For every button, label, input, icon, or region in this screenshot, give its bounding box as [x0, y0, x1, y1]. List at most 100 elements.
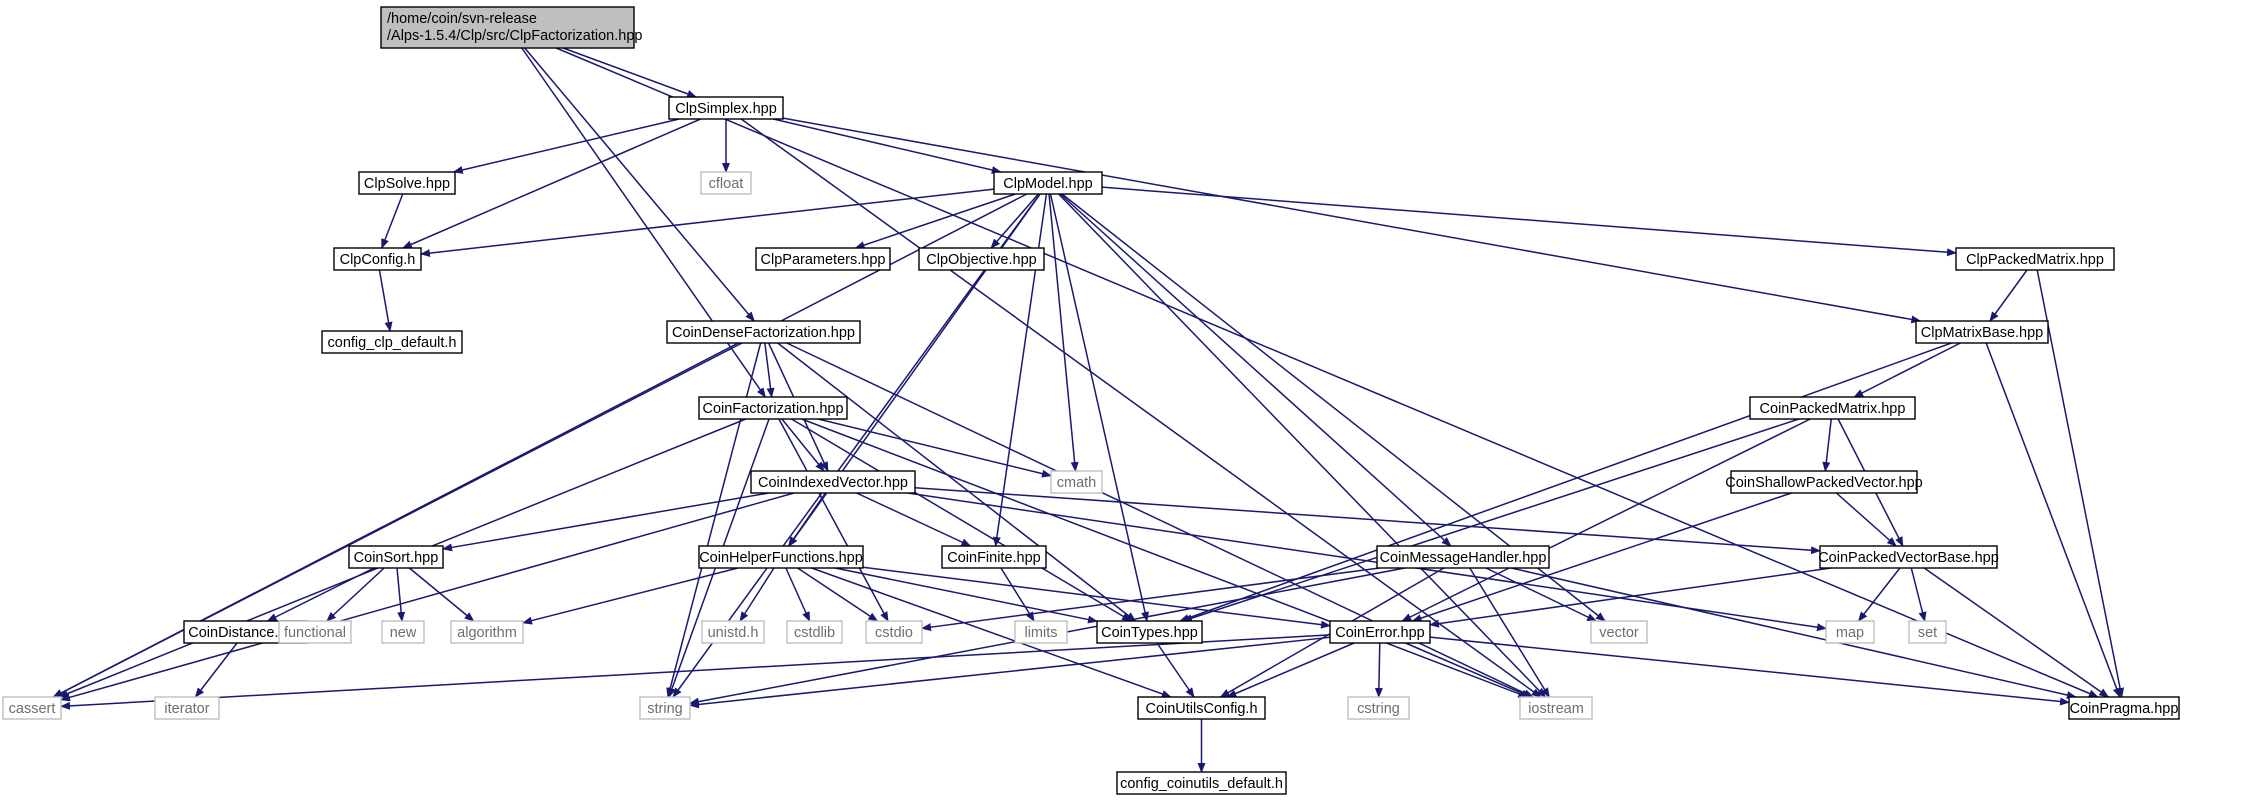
- node-box: [321, 330, 463, 354]
- node-label: ClpPackedMatrix.hpp: [1966, 252, 2104, 268]
- node-box: [1955, 247, 2115, 271]
- edge-clpmatrixbase-to-coinpackedmat: [1853, 342, 1961, 398]
- node-coinmsg[interactable]: CoinMessageHandler.hpp: [1376, 545, 1550, 569]
- node-box: [154, 696, 220, 720]
- node-label: string: [647, 701, 682, 717]
- edge-coinhelper-to-coinerror: [862, 566, 1331, 629]
- node-clppacked[interactable]: ClpPackedMatrix.hpp: [1955, 247, 2115, 271]
- node-cfloat[interactable]: cfloat: [700, 171, 752, 195]
- node-algorithm[interactable]: algorithm: [450, 620, 524, 644]
- node-coinerror[interactable]: CoinError.hpp: [1329, 620, 1431, 644]
- edge-clpmodel-to-coinmsg: [1059, 193, 1452, 547]
- node-map[interactable]: map: [1825, 620, 1875, 644]
- edge-coinpvb-to-map: [1857, 567, 1901, 622]
- edge-coindense-to-cassert: [52, 342, 743, 698]
- node-box: [941, 545, 1047, 569]
- node-label: cstdio: [875, 625, 913, 641]
- edge-clpsolve-to-clpconfig: [381, 193, 404, 249]
- node-cstdlib[interactable]: cstdlib: [786, 620, 843, 644]
- node-cmath[interactable]: cmath: [1050, 470, 1103, 494]
- node-coinfinite[interactable]: CoinFinite.hpp: [941, 545, 1047, 569]
- node-label: iterator: [164, 701, 209, 717]
- node-clpsimplex[interactable]: ClpSimplex.hpp: [668, 96, 784, 120]
- node-coinsort[interactable]: CoinSort.hpp: [348, 545, 444, 569]
- node-clpsolve[interactable]: ClpSolve.hpp: [358, 171, 456, 195]
- node-clpparams[interactable]: ClpParameters.hpp: [755, 247, 891, 271]
- node-coinfact[interactable]: CoinFactorization.hpp: [698, 396, 848, 420]
- edge-clpmodel-to-clppacked: [1101, 186, 1957, 257]
- edge-coinfact-to-iostream: [801, 418, 1529, 698]
- node-label: CoinPragma.hpp: [2070, 701, 2179, 717]
- node-label: new: [390, 625, 417, 641]
- node-box: [1096, 620, 1203, 644]
- node-box: [698, 396, 848, 420]
- edge-coinmsg-to-iostream: [1469, 567, 1550, 698]
- node-limits[interactable]: limits: [1014, 620, 1068, 644]
- node-box: [1376, 545, 1550, 569]
- node-cointypes[interactable]: CoinTypes.hpp: [1096, 620, 1203, 644]
- edge-clpmodel-to-string: [672, 193, 1041, 698]
- node-coinpvb[interactable]: CoinPackedVectorBase.hpp: [1818, 545, 1999, 569]
- node-coinpackedmat[interactable]: CoinPackedMatrix.hpp: [1749, 396, 1916, 420]
- node-configcoinutils[interactable]: config_coinutils_default.h: [1116, 771, 1287, 795]
- node-label: map: [1836, 625, 1864, 641]
- node-box: [278, 620, 352, 644]
- node-label: cstdlib: [794, 625, 835, 641]
- node-iterator[interactable]: iterator: [154, 696, 220, 720]
- node-box: [865, 620, 923, 644]
- edge-coinerror-to-coinutilsconfig: [1226, 642, 1355, 698]
- node-functional[interactable]: functional: [278, 620, 352, 644]
- node-label: CoinError.hpp: [1335, 625, 1424, 641]
- node-label: ClpSimplex.hpp: [675, 101, 777, 117]
- node-clpobj[interactable]: ClpObjective.hpp: [918, 247, 1045, 271]
- node-coinpragma[interactable]: CoinPragma.hpp: [2068, 696, 2180, 720]
- node-string[interactable]: string: [639, 696, 691, 720]
- node-unistd[interactable]: unistd.h: [701, 620, 765, 644]
- edge-clppacked-to-coinpragma: [2036, 269, 2124, 698]
- node-set[interactable]: set: [1908, 620, 1947, 644]
- node-box: [786, 620, 843, 644]
- node-clpmodel[interactable]: ClpModel.hpp: [993, 171, 1103, 195]
- node-label: limits: [1024, 625, 1057, 641]
- node-label: CoinDistance.hpp: [188, 625, 302, 641]
- edge-coinsort-to-new: [396, 567, 406, 622]
- node-box: [1749, 396, 1916, 420]
- node-box: [666, 320, 861, 344]
- edge-clpconfig-to-configclp: [378, 269, 393, 332]
- edge-coinhelper-to-coinutilsconfig: [811, 567, 1172, 698]
- node-label: CoinShallowPackedVector.hpp: [1725, 475, 1923, 491]
- node-iostream[interactable]: iostream: [1519, 696, 1593, 720]
- edge-coinfact-to-cointypes: [791, 418, 1132, 622]
- node-cassert[interactable]: cassert: [2, 696, 62, 720]
- node-coindist[interactable]: CoinDistance.hpp: [183, 620, 308, 644]
- node-cstdio[interactable]: cstdio: [865, 620, 923, 644]
- node-new[interactable]: new: [381, 620, 425, 644]
- node-coinutilsconfig[interactable]: CoinUtilsConfig.h: [1137, 696, 1266, 720]
- edge-clpsimplex-to-clpconfig: [401, 118, 701, 249]
- edge-coinpackedmat-to-coinshallow: [1822, 418, 1832, 472]
- node-coinindexed[interactable]: CoinIndexedVector.hpp: [750, 470, 916, 494]
- edge-root-to-clpsimplex: [562, 47, 698, 98]
- node-coinhelper[interactable]: CoinHelperFunctions.hpp: [698, 545, 864, 569]
- node-coinshallow[interactable]: CoinShallowPackedVector.hpp: [1725, 470, 1923, 494]
- node-clpconfig[interactable]: ClpConfig.h: [333, 247, 422, 271]
- edge-clpmodel-to-cointypes: [1049, 193, 1149, 622]
- edge-coinerror-to-cassert: [60, 634, 1331, 710]
- node-cstring[interactable]: cstring: [1347, 696, 1410, 720]
- node-label: ClpMatrixBase.hpp: [1921, 325, 2044, 341]
- edge-coinshallow-to-coinerror: [1411, 492, 1792, 622]
- node-box: [381, 620, 425, 644]
- node-clpmatrixbase[interactable]: ClpMatrixBase.hpp: [1915, 320, 2049, 344]
- edge-coinhelper-to-cstdio: [797, 567, 879, 622]
- node-configclp[interactable]: config_clp_default.h: [321, 330, 463, 354]
- node-label: functional: [284, 625, 346, 641]
- node-vector[interactable]: vector: [1590, 620, 1648, 644]
- node-label: cfloat: [709, 176, 744, 192]
- node-label: vector: [1599, 625, 1639, 641]
- node-coindense[interactable]: CoinDenseFactorization.hpp: [666, 320, 861, 344]
- edge-coindense-to-cointypes: [777, 342, 1137, 622]
- node-label: CoinPackedMatrix.hpp: [1760, 401, 1906, 417]
- node-root: /home/coin/svn-release/Alps-1.5.4/Clp/sr…: [380, 6, 642, 49]
- node-box: [1730, 470, 1918, 494]
- node-label: cstring: [1357, 701, 1400, 717]
